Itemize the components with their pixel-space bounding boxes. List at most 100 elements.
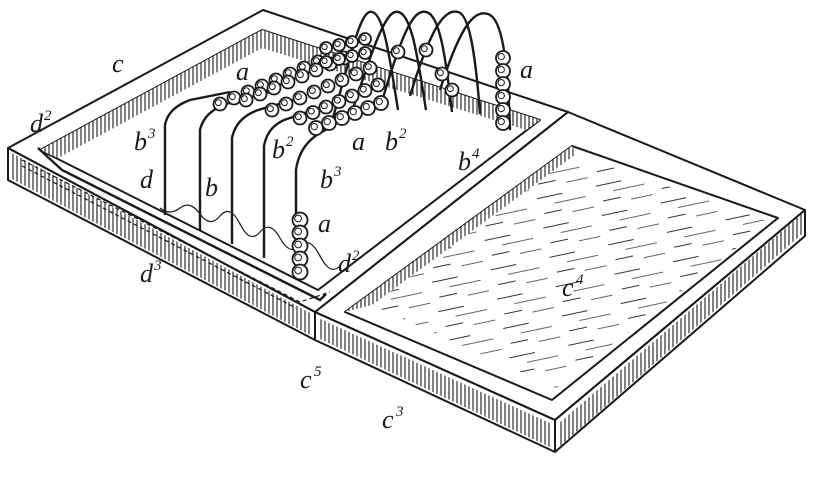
bead: [266, 80, 282, 96]
bead-highlight: [294, 266, 302, 275]
bead-highlight: [294, 214, 302, 223]
bead-highlight: [322, 81, 330, 89]
bead-highlight: [310, 122, 318, 131]
label-b3b-superscript: 3: [333, 164, 342, 180]
bead-highlight: [214, 99, 222, 107]
bead-highlight: [321, 43, 328, 50]
label-c5: c: [300, 365, 312, 394]
bead-highlight: [362, 102, 370, 111]
bead-highlight: [364, 63, 372, 71]
bead: [278, 96, 294, 112]
bead-highlight: [347, 37, 354, 44]
label-b2a: b: [272, 135, 285, 164]
bead-highlight: [310, 65, 318, 73]
bead: [308, 62, 324, 78]
bead: [334, 72, 350, 88]
bead-highlight: [360, 34, 367, 41]
bead-highlight: [240, 95, 248, 103]
right-frame: [314, 111, 806, 453]
bead-highlight: [254, 89, 262, 97]
bead: [238, 92, 254, 108]
label-a2: a: [352, 127, 365, 156]
bead-highlight: [347, 51, 354, 58]
label-c3: c: [382, 405, 394, 434]
bead-highlight: [294, 253, 302, 262]
bead-highlight: [497, 117, 505, 126]
label-d3: d: [140, 259, 154, 288]
bead: [390, 44, 406, 60]
bead: [305, 105, 321, 120]
bead-highlight: [436, 69, 444, 77]
bead: [280, 74, 296, 90]
label-c: c: [112, 49, 124, 78]
bead-highlight: [497, 78, 505, 87]
bead-highlight: [392, 47, 400, 55]
bead: [370, 77, 386, 93]
bead-highlight: [346, 91, 354, 99]
bead: [212, 96, 228, 112]
bead-highlight: [372, 80, 380, 88]
bead: [320, 78, 336, 94]
bead-highlight: [360, 48, 367, 55]
bead: [344, 88, 360, 104]
bead: [306, 84, 322, 100]
bead: [264, 102, 280, 118]
label-b3a-superscript: 3: [147, 126, 156, 142]
bead-highlight: [308, 87, 316, 95]
bead: [418, 42, 434, 58]
bead-highlight: [294, 240, 302, 249]
label-d2a-superscript: 2: [44, 108, 52, 124]
bead-highlight: [420, 45, 428, 53]
bead: [318, 99, 334, 115]
label-c3-superscript: 3: [395, 404, 404, 420]
label-b3b: b: [320, 165, 333, 194]
bead-highlight: [497, 65, 505, 74]
label-b2a-superscript: 2: [286, 134, 294, 150]
bead-highlight: [320, 102, 328, 110]
bead-highlight: [334, 40, 341, 47]
bead-highlight: [375, 97, 383, 106]
base-rod: [21, 147, 341, 309]
bead: [444, 82, 460, 98]
abacus-beads: [212, 32, 511, 281]
bead-highlight: [307, 107, 315, 115]
bead-highlight: [497, 91, 505, 100]
bead: [373, 95, 389, 111]
label-d3-superscript: 3: [153, 258, 162, 274]
bead-highlight: [359, 85, 367, 93]
label-d2b-superscript: 2: [352, 248, 360, 264]
bead-highlight: [333, 96, 341, 104]
label-d2a: d: [30, 109, 44, 138]
bead-highlight: [350, 69, 358, 77]
bead-highlight: [334, 54, 341, 61]
slate-surface: [372, 154, 770, 388]
bead-highlight: [336, 75, 344, 83]
bead: [357, 83, 373, 98]
label-c5-superscript: 5: [314, 364, 322, 380]
label-b2b-superscript: 2: [399, 126, 407, 142]
label-d2b: d: [338, 249, 352, 278]
bead-highlight: [497, 104, 505, 113]
bead-highlight: [446, 85, 454, 93]
bead-highlight: [282, 77, 290, 85]
bead-highlight: [497, 52, 505, 61]
label-b: b: [205, 173, 218, 202]
bead-highlight: [228, 93, 236, 101]
label-b4-superscript: 4: [472, 146, 480, 162]
label-a1: a: [236, 57, 249, 86]
bead: [294, 68, 310, 84]
bead-highlight: [268, 83, 276, 91]
bead-highlight: [321, 57, 328, 64]
label-b3a: b: [134, 127, 147, 156]
bead: [331, 94, 347, 109]
bead: [362, 60, 378, 76]
bead: [292, 110, 308, 126]
label-b2b: b: [385, 127, 398, 156]
label-c4-superscript: 4: [576, 272, 584, 288]
bead: [291, 263, 309, 281]
bead: [252, 86, 268, 102]
bead: [348, 66, 364, 82]
